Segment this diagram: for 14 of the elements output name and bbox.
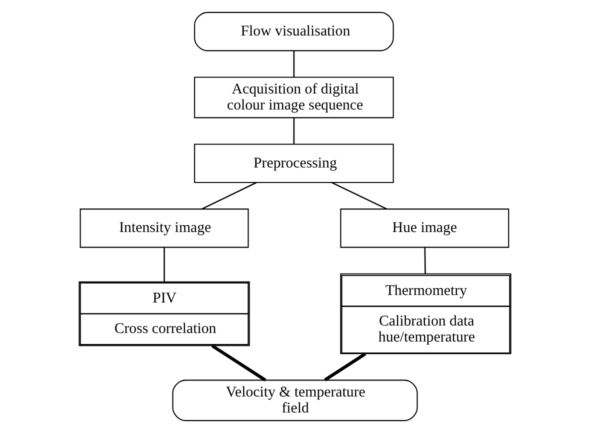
connector (201, 182, 257, 210)
connector (293, 118, 295, 144)
node-box: Flow visualisation (194, 12, 394, 52)
connector (293, 50, 295, 78)
connector (324, 352, 366, 382)
node-box: Preprocessing (194, 144, 394, 184)
connector (164, 247, 165, 282)
connector (424, 247, 426, 274)
node-box: Acquisition of digital colour image sequence (194, 76, 394, 118)
node-box: Intensity image (80, 208, 249, 248)
node-box: Velocity & temperature field (172, 380, 418, 422)
node-box: Hue image (340, 208, 510, 248)
connector (211, 344, 266, 382)
connector (331, 182, 388, 210)
